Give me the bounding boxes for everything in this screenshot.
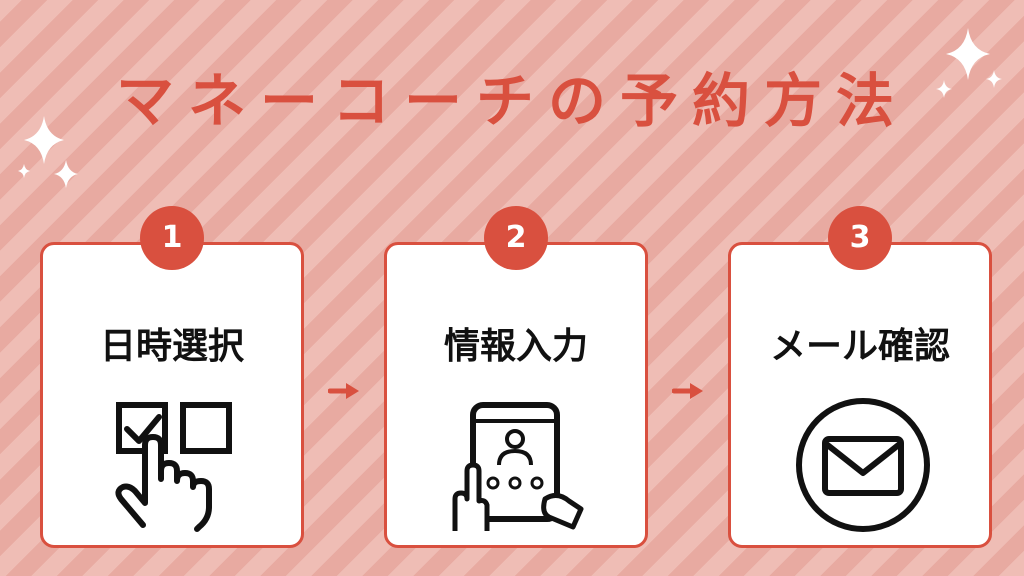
arrow-right-icon (328, 383, 359, 399)
step-card-1: 日時選択 (40, 242, 304, 548)
tablet-input-icon (452, 402, 584, 531)
sparkle-icon (18, 116, 78, 188)
step-number-badge: 3 (828, 206, 892, 270)
step-number-badge: 2 (484, 206, 548, 270)
envelope-icon (796, 398, 930, 532)
arrow-right-icon (672, 383, 703, 399)
step-label: 情報入力 (443, 326, 588, 367)
checkbox-pointer-icon (115, 402, 232, 532)
step-label: メール確認 (769, 326, 950, 367)
step-card-2: 情報入力 (384, 242, 648, 548)
step-number-badge: 1 (140, 206, 204, 270)
step-label: 日時選択 (99, 326, 244, 367)
step-card-3: メール確認 (728, 242, 992, 548)
sparkle-icon (936, 28, 1002, 98)
page-title: マネーコーチの予約方法 (115, 67, 908, 135)
